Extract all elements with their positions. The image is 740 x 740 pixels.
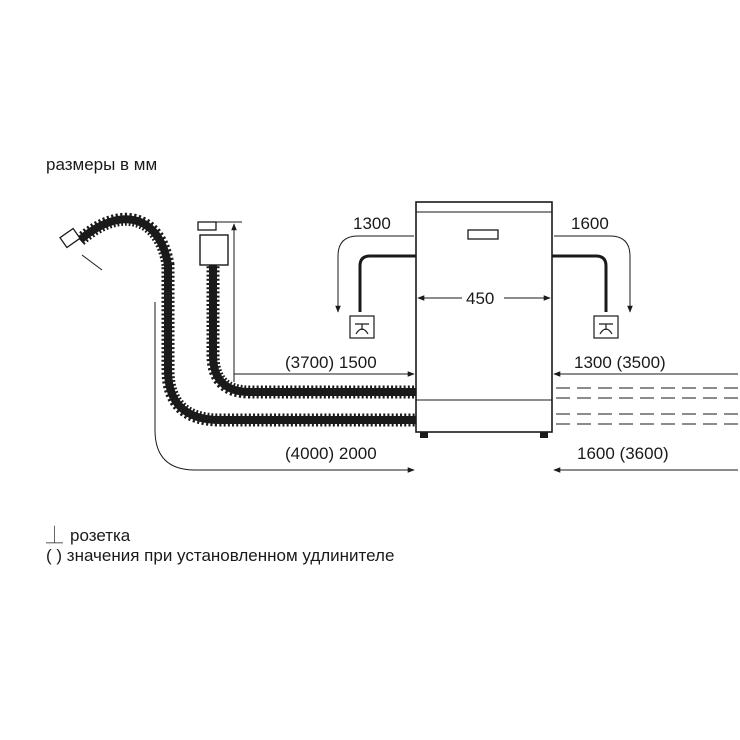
foot-left xyxy=(420,432,428,438)
dim-drain-hose: (3700) 1500 xyxy=(285,353,377,372)
dim-power-right: 1600 xyxy=(571,214,609,233)
drain-hose xyxy=(206,262,416,399)
inlet-connector xyxy=(59,227,103,271)
legend: ⏊ розетка ( ) значения при установленном… xyxy=(46,525,394,565)
dim-right-upper: 1300 (3500) xyxy=(574,353,666,372)
socket-right xyxy=(593,315,619,339)
inlet-length-dim xyxy=(154,302,415,473)
power-left-dim xyxy=(335,235,414,313)
foot-right xyxy=(540,432,548,438)
right-dimension-lines xyxy=(553,371,738,473)
socket-left xyxy=(349,315,375,339)
power-right-dim xyxy=(554,235,633,313)
control-panel xyxy=(467,229,499,240)
inlet-hose xyxy=(75,212,416,427)
dishwasher-body xyxy=(415,201,553,438)
units-note: размеры в мм xyxy=(46,155,157,174)
dim-power-left: 1300 xyxy=(353,214,391,233)
dim-width: 450 xyxy=(466,289,494,308)
legend-socket: розетка xyxy=(70,526,131,545)
drain-connector xyxy=(197,221,242,266)
socket-legend-icon: ⏊ xyxy=(46,525,63,545)
dim-inlet-hose: (4000) 2000 xyxy=(285,444,377,463)
dim-right-lower: 1600 (3600) xyxy=(577,444,669,463)
power-cable-left xyxy=(358,254,416,312)
power-cable-right xyxy=(552,254,608,312)
legend-extension: ( ) значения при установленном удлинител… xyxy=(46,546,394,565)
